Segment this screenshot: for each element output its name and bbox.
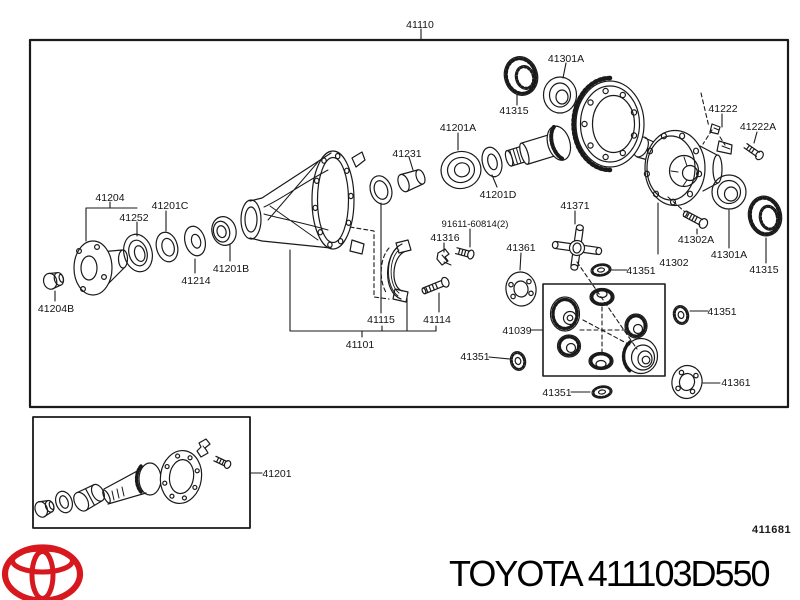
label-41315-right: 41315 xyxy=(749,264,778,276)
part-washer-41351-b xyxy=(672,305,690,325)
part-bushing-41201b xyxy=(211,216,237,246)
part-washer-41201d xyxy=(481,146,503,178)
part-number-labels: 41110 41301A 41315 41201A 41231 41201D 4… xyxy=(38,19,779,480)
label-41302a: 41302A xyxy=(678,234,714,246)
part-bolt-91611 xyxy=(454,247,475,260)
part-bearing-41201a xyxy=(440,150,482,190)
part-oil-seal-41115 xyxy=(369,175,393,205)
main-diagram-border xyxy=(28,38,790,409)
part-bolt-41222a xyxy=(743,143,764,161)
part-differential-case-41302 xyxy=(633,129,723,207)
part-dust-deflector-41252 xyxy=(123,233,153,273)
sub-assembly-box xyxy=(32,416,251,529)
label-41361-right: 41361 xyxy=(721,377,750,389)
brand-part-number: TOYOTA 411103D550 xyxy=(449,553,770,594)
label-41351-c: 41351 xyxy=(460,351,489,363)
part-companion-flange-41204 xyxy=(73,240,129,296)
label-41316: 41316 xyxy=(430,232,459,244)
label-41302: 41302 xyxy=(659,257,688,269)
part-adjusting-nut-41315-right xyxy=(747,195,783,237)
label-41110: 41110 xyxy=(406,19,434,31)
part-washer-41214 xyxy=(183,225,207,257)
part-spacer-41231 xyxy=(397,169,426,193)
label-41361-left: 41361 xyxy=(506,242,535,254)
part-clamp-41316 xyxy=(436,248,452,266)
part-side-bearing-41301a-left xyxy=(542,76,578,114)
dashed-reference-lines xyxy=(349,92,726,353)
part-lock-plate-41222 xyxy=(709,123,733,155)
part-thrust-washer-41361-left xyxy=(505,271,537,307)
part-washer-41351-a xyxy=(590,263,612,277)
label-41201a: 41201A xyxy=(440,122,476,134)
part-ring-gear xyxy=(571,75,645,173)
label-41231: 41231 xyxy=(392,148,421,160)
part-nut-41204b xyxy=(42,271,65,290)
label-41351-b: 41351 xyxy=(707,306,736,318)
label-41115: 41115 xyxy=(367,314,395,326)
label-41351-d: 41351 xyxy=(542,387,571,399)
label-41201d: 41201D xyxy=(480,189,517,201)
label-41301a-top: 41301A xyxy=(548,53,584,65)
label-41101: 41101 xyxy=(346,339,375,351)
label-41214: 41214 xyxy=(181,275,210,287)
gear-kit-box xyxy=(542,283,666,377)
leader-lines xyxy=(54,28,767,474)
label-41201b: 41201B xyxy=(213,263,249,275)
part-thrust-washer-41361-right xyxy=(671,364,703,400)
part-bolt-41302a xyxy=(682,210,709,229)
label-41351-a: 41351 xyxy=(626,265,655,277)
label-41301a-right: 41301A xyxy=(711,249,747,261)
label-41371: 41371 xyxy=(560,200,589,212)
part-bearing-cap xyxy=(387,239,412,303)
part-side-bearing-41301a-right xyxy=(711,174,747,210)
label-41039: 41039 xyxy=(502,325,531,337)
part-seal-41201c xyxy=(155,231,179,263)
label-41114: 41114 xyxy=(423,314,451,326)
label-41204b: 41204B xyxy=(38,303,74,315)
part-washer-41351-c xyxy=(509,351,527,371)
label-41315-top: 41315 xyxy=(499,105,528,117)
label-41201-sub: 41201 xyxy=(262,468,291,480)
part-washer-41351-d xyxy=(591,385,613,399)
part-gear-kit-41039 xyxy=(549,287,659,375)
label-91611-60814: 91611-60814(2) xyxy=(442,219,509,230)
figure-number: 411681 xyxy=(752,524,791,536)
part-bolt-41114 xyxy=(421,276,450,295)
part-spider-41371 xyxy=(551,224,603,271)
part-drive-pinion xyxy=(504,124,572,167)
part-differential-carrier-housing xyxy=(240,150,366,255)
label-41222: 41222 xyxy=(708,103,737,115)
label-41201c: 41201C xyxy=(152,200,189,212)
toyota-logo-icon xyxy=(1,544,84,600)
part-pinion-sub-assembly xyxy=(34,438,232,518)
label-41204: 41204 xyxy=(95,192,124,204)
part-adjusting-nut-41315-left xyxy=(503,56,539,96)
label-41252: 41252 xyxy=(119,212,148,224)
label-41222a: 41222A xyxy=(740,121,776,133)
